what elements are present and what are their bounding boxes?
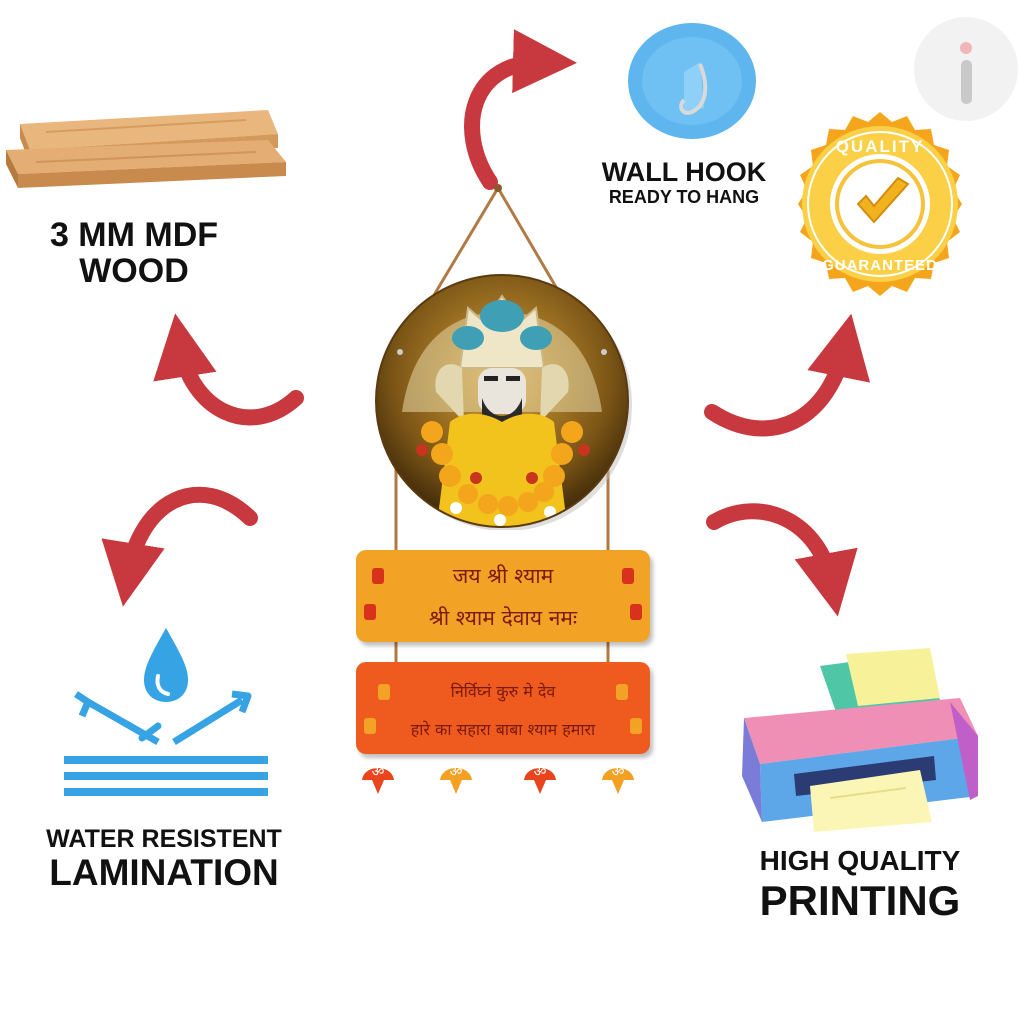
hook-title: WALL HOOK READY TO HANG [586, 158, 782, 207]
hook-line2: READY TO HANG [608, 187, 760, 208]
sign-board-top-line2: श्री श्याम देवाय नमः [428, 606, 578, 630]
om-bell: ॐ [358, 756, 398, 796]
arrow-to-quality [704, 313, 871, 437]
bell-icon [524, 768, 556, 794]
sign-board-top-line1: जय श्री श्याम [452, 564, 554, 588]
brand-logo-icon [914, 17, 1018, 121]
bell-icon [362, 768, 394, 794]
lantern-icon [630, 718, 642, 734]
printing-line1: HIGH QUALITY [759, 845, 961, 876]
om-bell: ॐ [598, 756, 638, 796]
om-bell: ॐ [436, 756, 476, 796]
arrow-to-water [101, 486, 258, 607]
printing-title: HIGH QUALITY PRINTING [740, 846, 980, 923]
lantern-icon [378, 684, 390, 700]
bell-icon [440, 768, 472, 794]
om-bell: ॐ [520, 756, 560, 796]
water-title: WATER RESISTENT LAMINATION [26, 826, 302, 893]
mdf-line2: WOOD [79, 251, 189, 290]
om-symbol: ॐ [611, 764, 625, 780]
quality-badge-top: QUALITY [836, 137, 925, 156]
mdf-line1: 3 MM MDF [49, 216, 219, 254]
printer-icon [742, 648, 978, 832]
bell-icon [602, 768, 634, 794]
sign-board-top: जय श्री श्याम श्री श्याम देवाय नमः [356, 550, 650, 642]
lantern-icon [364, 604, 376, 620]
om-symbol: ॐ [533, 764, 547, 780]
om-symbol: ॐ [371, 764, 385, 780]
mdf-title: 3 MM MDF WOOD [14, 216, 254, 290]
sign-board-bottom: निर्विघ्नं कुरु मे देव हारे का सहारा बाब… [356, 662, 650, 754]
lantern-icon [630, 604, 642, 620]
lantern-icon [616, 684, 628, 700]
lantern-icon [372, 568, 384, 584]
quality-badge-bottom: GUARANTEED [822, 257, 938, 274]
quality-badge-icon: QUALITY GUARANTEED [798, 112, 962, 296]
water-line1: WATER RESISTENT [46, 825, 282, 853]
om-symbol: ॐ [449, 764, 463, 780]
sign-board-bottom-line1: निर्विघ्नं कुरु मे देव [450, 682, 556, 701]
arrow-to-mdf [153, 313, 304, 426]
lantern-icon [622, 568, 634, 584]
arrow-to-printing [706, 503, 858, 617]
lantern-icon [364, 718, 376, 734]
wood-planks-icon [6, 110, 286, 188]
arrow-to-hook [464, 29, 577, 190]
water-drop-icon [64, 628, 268, 796]
printing-line2: PRINTING [759, 877, 961, 925]
hook-line1: WALL HOOK [601, 157, 767, 187]
wall-hook-icon [628, 23, 756, 139]
sign-board-bottom-line2: हारे का सहारा बाबा श्याम हमारा [410, 720, 596, 739]
deity-plaque-image [375, 274, 632, 530]
water-line2: LAMINATION [49, 852, 279, 894]
